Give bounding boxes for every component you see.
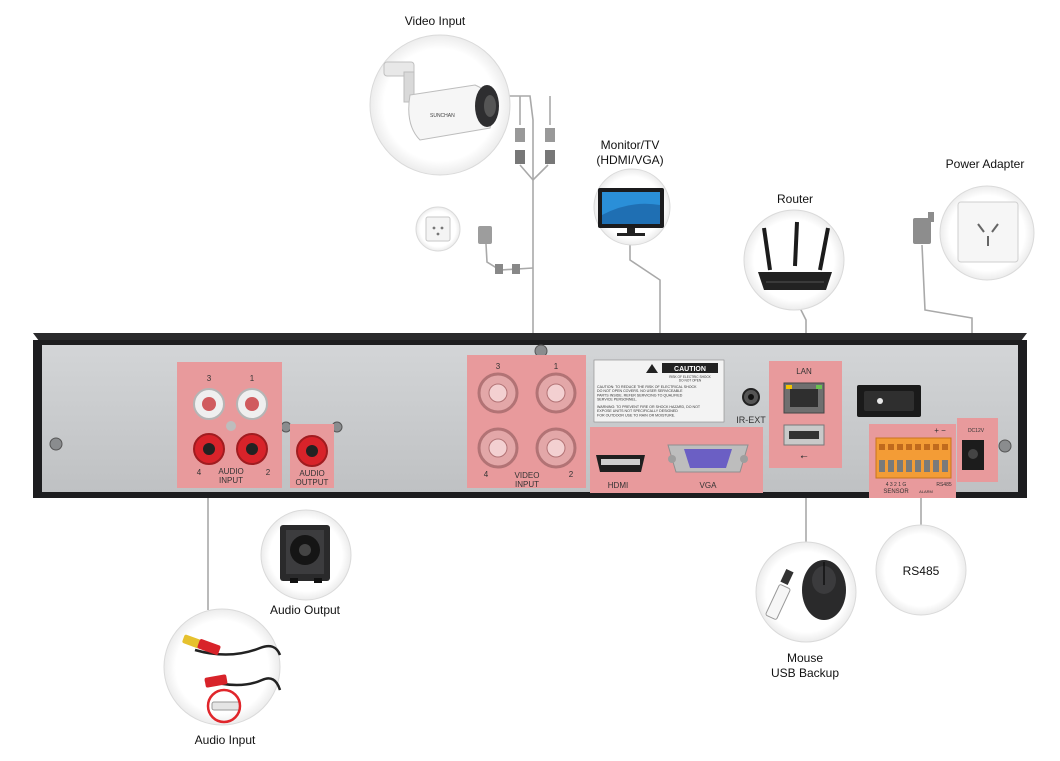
sensor-label: SENSOR — [883, 489, 909, 495]
screw-icon — [998, 439, 1012, 453]
warning-triangle-icon — [646, 364, 658, 373]
speaker-bubble — [260, 509, 352, 601]
sensor-pins-label: 4 3 2 1 G — [886, 482, 907, 488]
alarm-label: ALARM — [919, 489, 933, 494]
audio-output-caption: Audio Output — [269, 603, 341, 617]
power-adapter-icon — [913, 218, 931, 244]
camera-bubble: SUNCHAN — [369, 34, 555, 176]
screw-icon — [49, 437, 63, 451]
video-ch-1: 1 — [554, 362, 559, 371]
video-ch-4: 4 — [484, 470, 489, 479]
monitor-cable — [629, 244, 661, 370]
video-ch-3: 3 — [496, 362, 501, 371]
camera-power-bubble — [415, 206, 520, 274]
audio-ch-1: 1 — [250, 374, 255, 383]
hdmi-label: HDMI — [608, 481, 628, 490]
monitor-caption: Monitor/TV (HDMI/VGA) — [596, 138, 664, 167]
speaker-icon — [280, 525, 330, 583]
rca-cable-icon — [182, 634, 282, 724]
router-caption: Router — [776, 192, 814, 206]
camera-adapter-icon — [478, 226, 492, 244]
warning-text: WARNING: TO PREVENT FIRE OR SHOCK HAZARD… — [597, 405, 701, 417]
rs485-panel-label: RS485 — [936, 482, 952, 488]
power-adapter-bubble — [913, 185, 1035, 281]
rs485-caption: RS485 — [903, 564, 940, 578]
camera-icon: SUNCHAN — [383, 61, 499, 141]
lan-label: LAN — [796, 367, 812, 376]
usb-stick-icon — [765, 568, 794, 620]
audio-input-caption: Audio Input — [194, 733, 256, 747]
terminal-block — [875, 437, 952, 479]
camera-cable-branch — [519, 96, 551, 182]
audio-ch-2: 2 — [266, 468, 271, 477]
lan-usb-zone — [769, 361, 842, 468]
dvr-rear-panel — [33, 333, 1027, 498]
usb-symbol-icon: ⭠ — [800, 451, 807, 461]
router-icon — [758, 221, 832, 290]
video-input-zone — [467, 355, 586, 488]
vga-label: VGA — [700, 481, 718, 490]
bnc-connectors — [477, 372, 577, 469]
monitor-icon — [598, 188, 664, 236]
audio-input-bubble — [163, 608, 282, 726]
audio-ch-3: 3 — [207, 374, 212, 383]
wall-socket-icon — [957, 201, 1019, 263]
plus-minus-label: + − — [934, 426, 946, 435]
caution-title: CAUTION — [674, 366, 706, 373]
audio-input-jacks — [193, 388, 268, 465]
camera-power-cable — [485, 243, 534, 271]
screw-icon — [280, 421, 292, 433]
video-ch-2: 2 — [569, 470, 574, 479]
video-input-caption: Video Input — [404, 14, 466, 28]
monitor-bubble — [593, 168, 671, 246]
audio-ch-4: 4 — [197, 468, 202, 477]
vga-port — [684, 449, 732, 468]
power-spec-label: DC12V — [968, 428, 985, 434]
router-bubble — [743, 209, 845, 311]
mouse-usb-caption: Mouse USB Backup — [770, 651, 840, 680]
rs485-bubble: RS485 — [875, 524, 967, 616]
mouse-icon — [802, 560, 846, 620]
caution-text: CAUTION: TO REDUCE THE RISK OF ELECTRICA… — [597, 385, 697, 401]
ir-ext-label: IR-EXT — [736, 415, 766, 425]
mouse-usb-bubble — [755, 541, 857, 643]
power-adapter-caption: Power Adapter — [945, 157, 1025, 171]
camera-brand-text: SUNCHAN — [430, 113, 455, 119]
